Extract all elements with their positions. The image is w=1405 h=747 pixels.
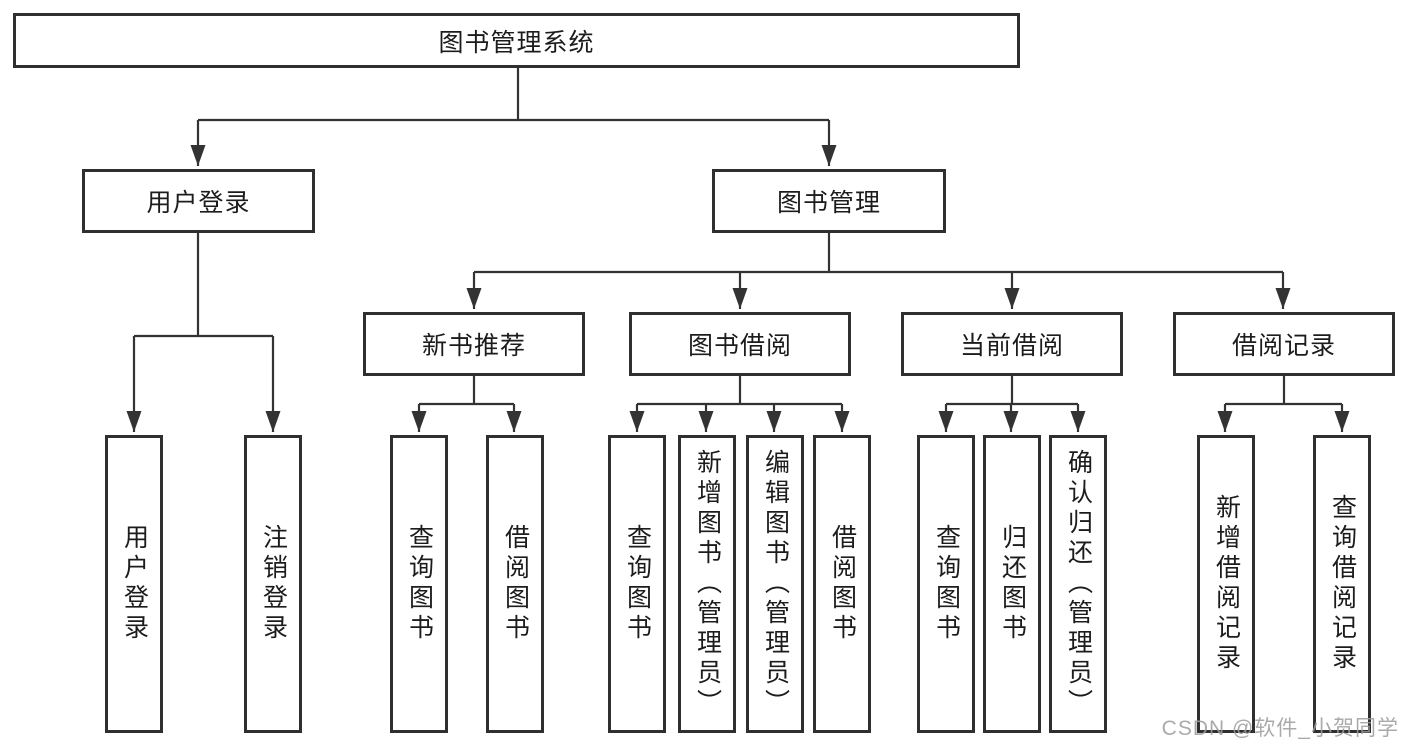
node-label: 图书管理 [776,189,881,217]
node-label: 图书借阅 [687,332,792,360]
node-label: 新书推荐 [421,332,526,360]
leaf-borrow-books-recommend: 借阅图书 [486,435,544,733]
csdn-watermark: CSDN @软件_小贺同学 [1161,717,1399,740]
leaf-user-login: 用户登录 [105,435,163,733]
node-book-management: 图书管理 [712,169,946,233]
leaf-query-books-borrow: 查询图书 [608,435,666,733]
leaf-borrow-books-borrow: 借阅图书 [813,435,871,733]
node-label: 新增图书（管理员） [693,449,722,719]
leaf-query-borrow-record: 查询借阅记录 [1313,435,1371,733]
node-label: 确认归还（管理员） [1064,449,1093,719]
node-current-borrow: 当前借阅 [901,312,1123,376]
leaf-add-borrow-record: 新增借阅记录 [1197,435,1255,733]
node-label: 用户登录 [120,524,149,644]
node-label: 查询图书 [932,524,961,644]
node-label: 图书管理系统 [438,28,595,57]
leaf-confirm-return-admin: 确认归还（管理员） [1049,435,1107,733]
node-label: 新增借阅记录 [1212,494,1241,674]
node-label: 归还图书 [998,524,1027,644]
node-user-login: 用户登录 [82,169,315,233]
leaf-return-book: 归还图书 [983,435,1041,733]
node-label: 查询借阅记录 [1328,494,1357,674]
node-new-book-recommend: 新书推荐 [363,312,585,376]
leaf-query-books-recommend: 查询图书 [390,435,448,733]
node-borrow-records: 借阅记录 [1173,312,1395,376]
node-label: 借阅图书 [828,524,857,644]
node-label: 查询图书 [405,524,434,644]
node-library-management-system: 图书管理系统 [13,13,1020,68]
node-label: 查询图书 [623,524,652,644]
node-label: 借阅记录 [1231,332,1336,360]
leaf-query-books-current: 查询图书 [917,435,975,733]
node-label: 当前借阅 [959,332,1064,360]
leaf-logout: 注销登录 [244,435,302,733]
node-label: 用户登录 [146,189,251,217]
node-label: 借阅图书 [501,524,530,644]
leaf-edit-book-admin: 编辑图书（管理员） [746,435,804,733]
node-label: 编辑图书（管理员） [761,449,790,719]
node-book-borrow: 图书借阅 [629,312,851,376]
node-label: 注销登录 [259,524,288,644]
leaf-add-book-admin: 新增图书（管理员） [678,435,736,733]
